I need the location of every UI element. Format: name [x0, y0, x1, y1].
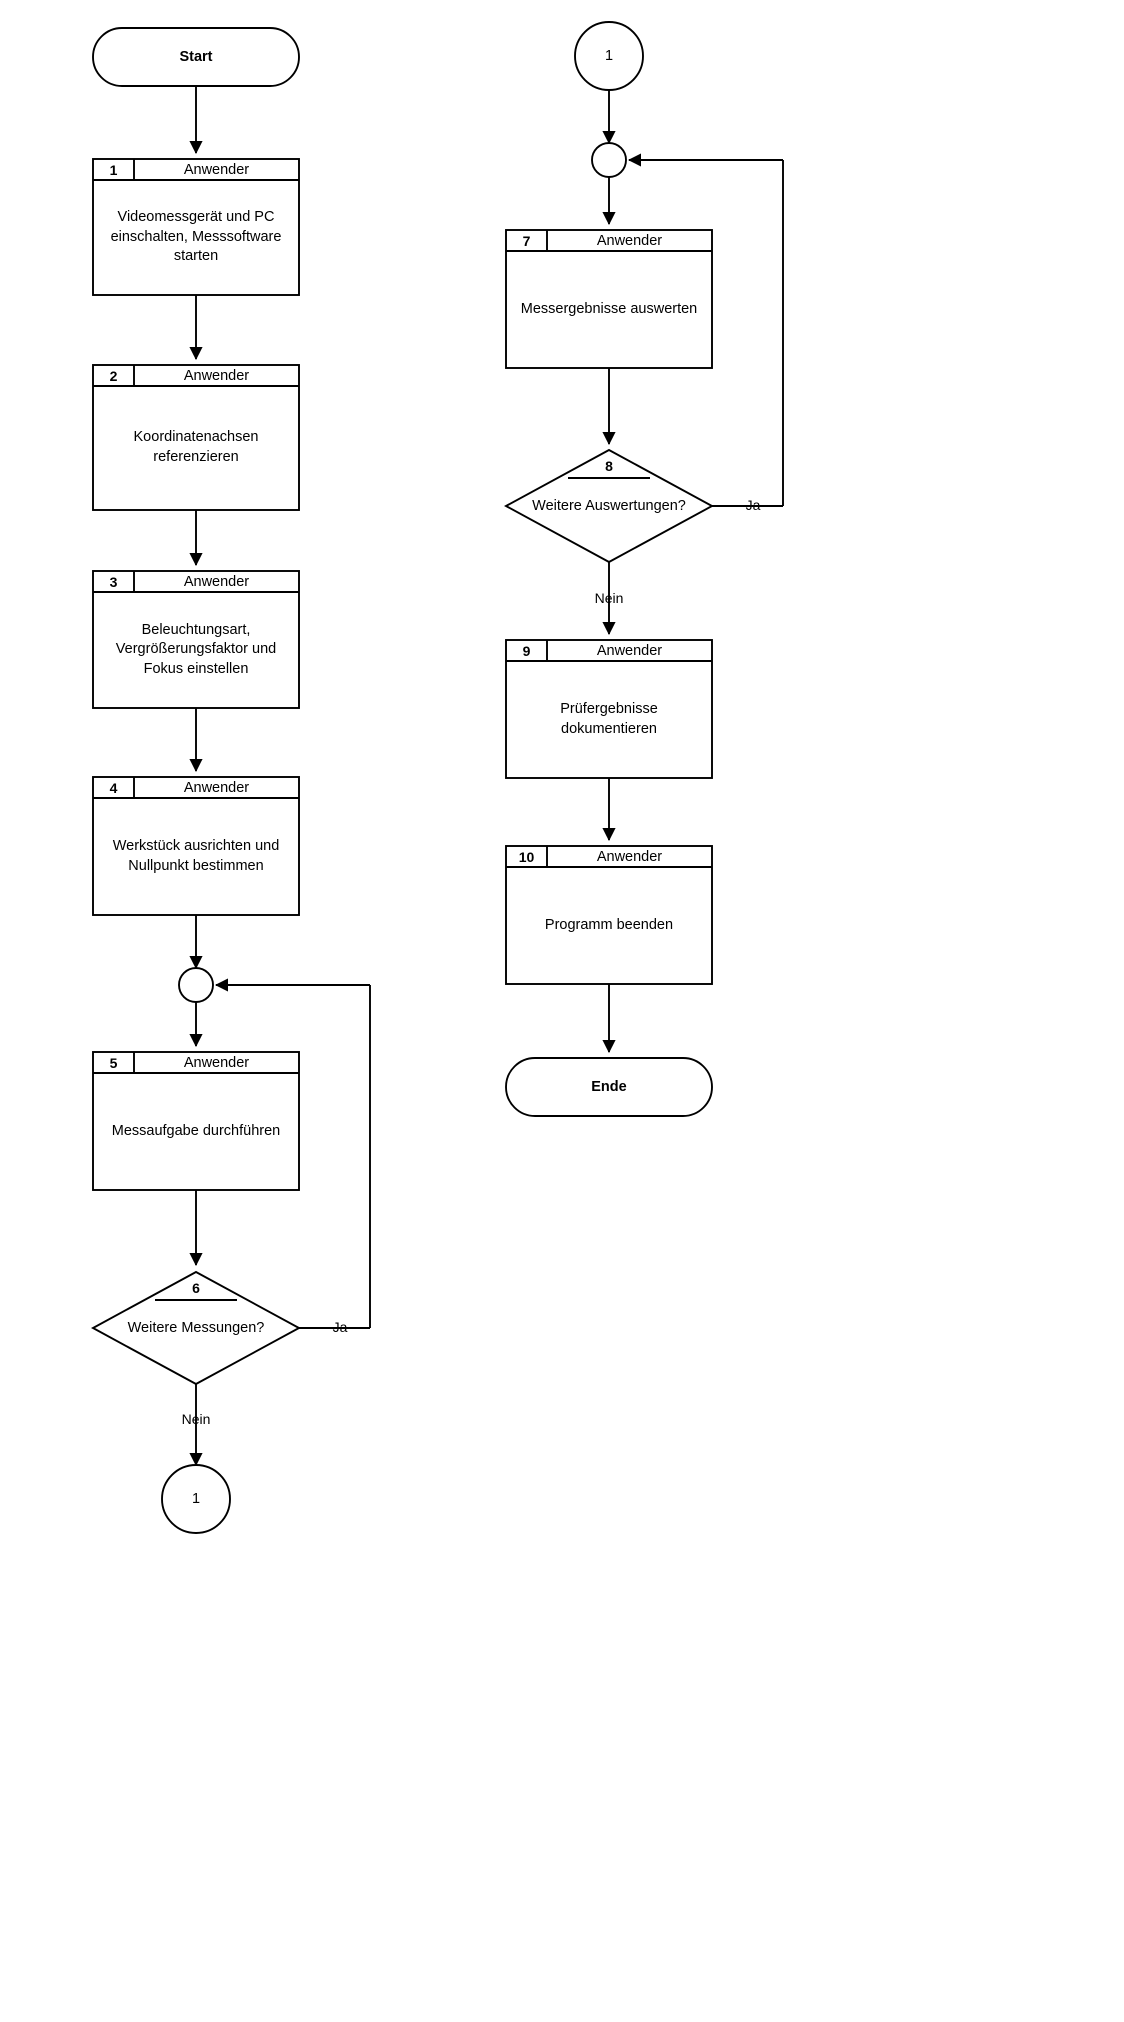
step-5-number: 5: [109, 1054, 118, 1071]
step-3-role: Anwender: [183, 573, 250, 590]
step-3-number: 3: [109, 573, 118, 590]
step-10-number: 10: [518, 848, 535, 865]
decision-6-text: Weitere Messungen?: [127, 1320, 265, 1336]
end-terminator-shape: [505, 1057, 713, 1117]
step-7-number: 7: [522, 232, 531, 249]
step-10-shape: [505, 845, 713, 985]
step-7-role: Anwender: [596, 232, 663, 249]
step-2-role: Anwender: [183, 367, 250, 384]
step-10-role: Anwender: [596, 848, 663, 865]
decision-8-number: 8: [605, 458, 613, 474]
step-9-role: Anwender: [596, 642, 663, 659]
step-4-role: Anwender: [183, 779, 250, 796]
step-2-shape: [92, 364, 300, 511]
step-1-number: 1: [109, 161, 118, 178]
step-1-shape: [92, 158, 300, 296]
decision-8-text: Weitere Auswertungen?: [532, 498, 686, 514]
step-1-role: Anwender: [183, 161, 250, 178]
end-terminator-label: Ende: [591, 1079, 627, 1095]
decision-8-no-label: Nein: [594, 590, 624, 606]
decision-8-yes-label: Ja: [745, 497, 761, 513]
step-2-number: 2: [109, 367, 118, 384]
step-9-number: 9: [522, 642, 531, 659]
step-5-role: Anwender: [183, 1054, 250, 1071]
step-5-shape: [92, 1051, 300, 1191]
merge-node-left-shape: [178, 967, 214, 1003]
decision-6-yes-label: Ja: [332, 1319, 348, 1335]
step-9-shape: [505, 639, 713, 779]
start-terminator-label: Start: [179, 49, 213, 65]
connector-out-shape: [161, 1464, 231, 1534]
step-7-shape: [505, 229, 713, 369]
connector-out-label: 1: [191, 1491, 201, 1507]
decision-6-no-label: Nein: [181, 1411, 211, 1427]
connector-in-label: 1: [604, 48, 614, 64]
merge-node-right-shape: [591, 142, 627, 178]
step-4-number: 4: [109, 779, 118, 796]
decision-6-number: 6: [192, 1280, 200, 1296]
